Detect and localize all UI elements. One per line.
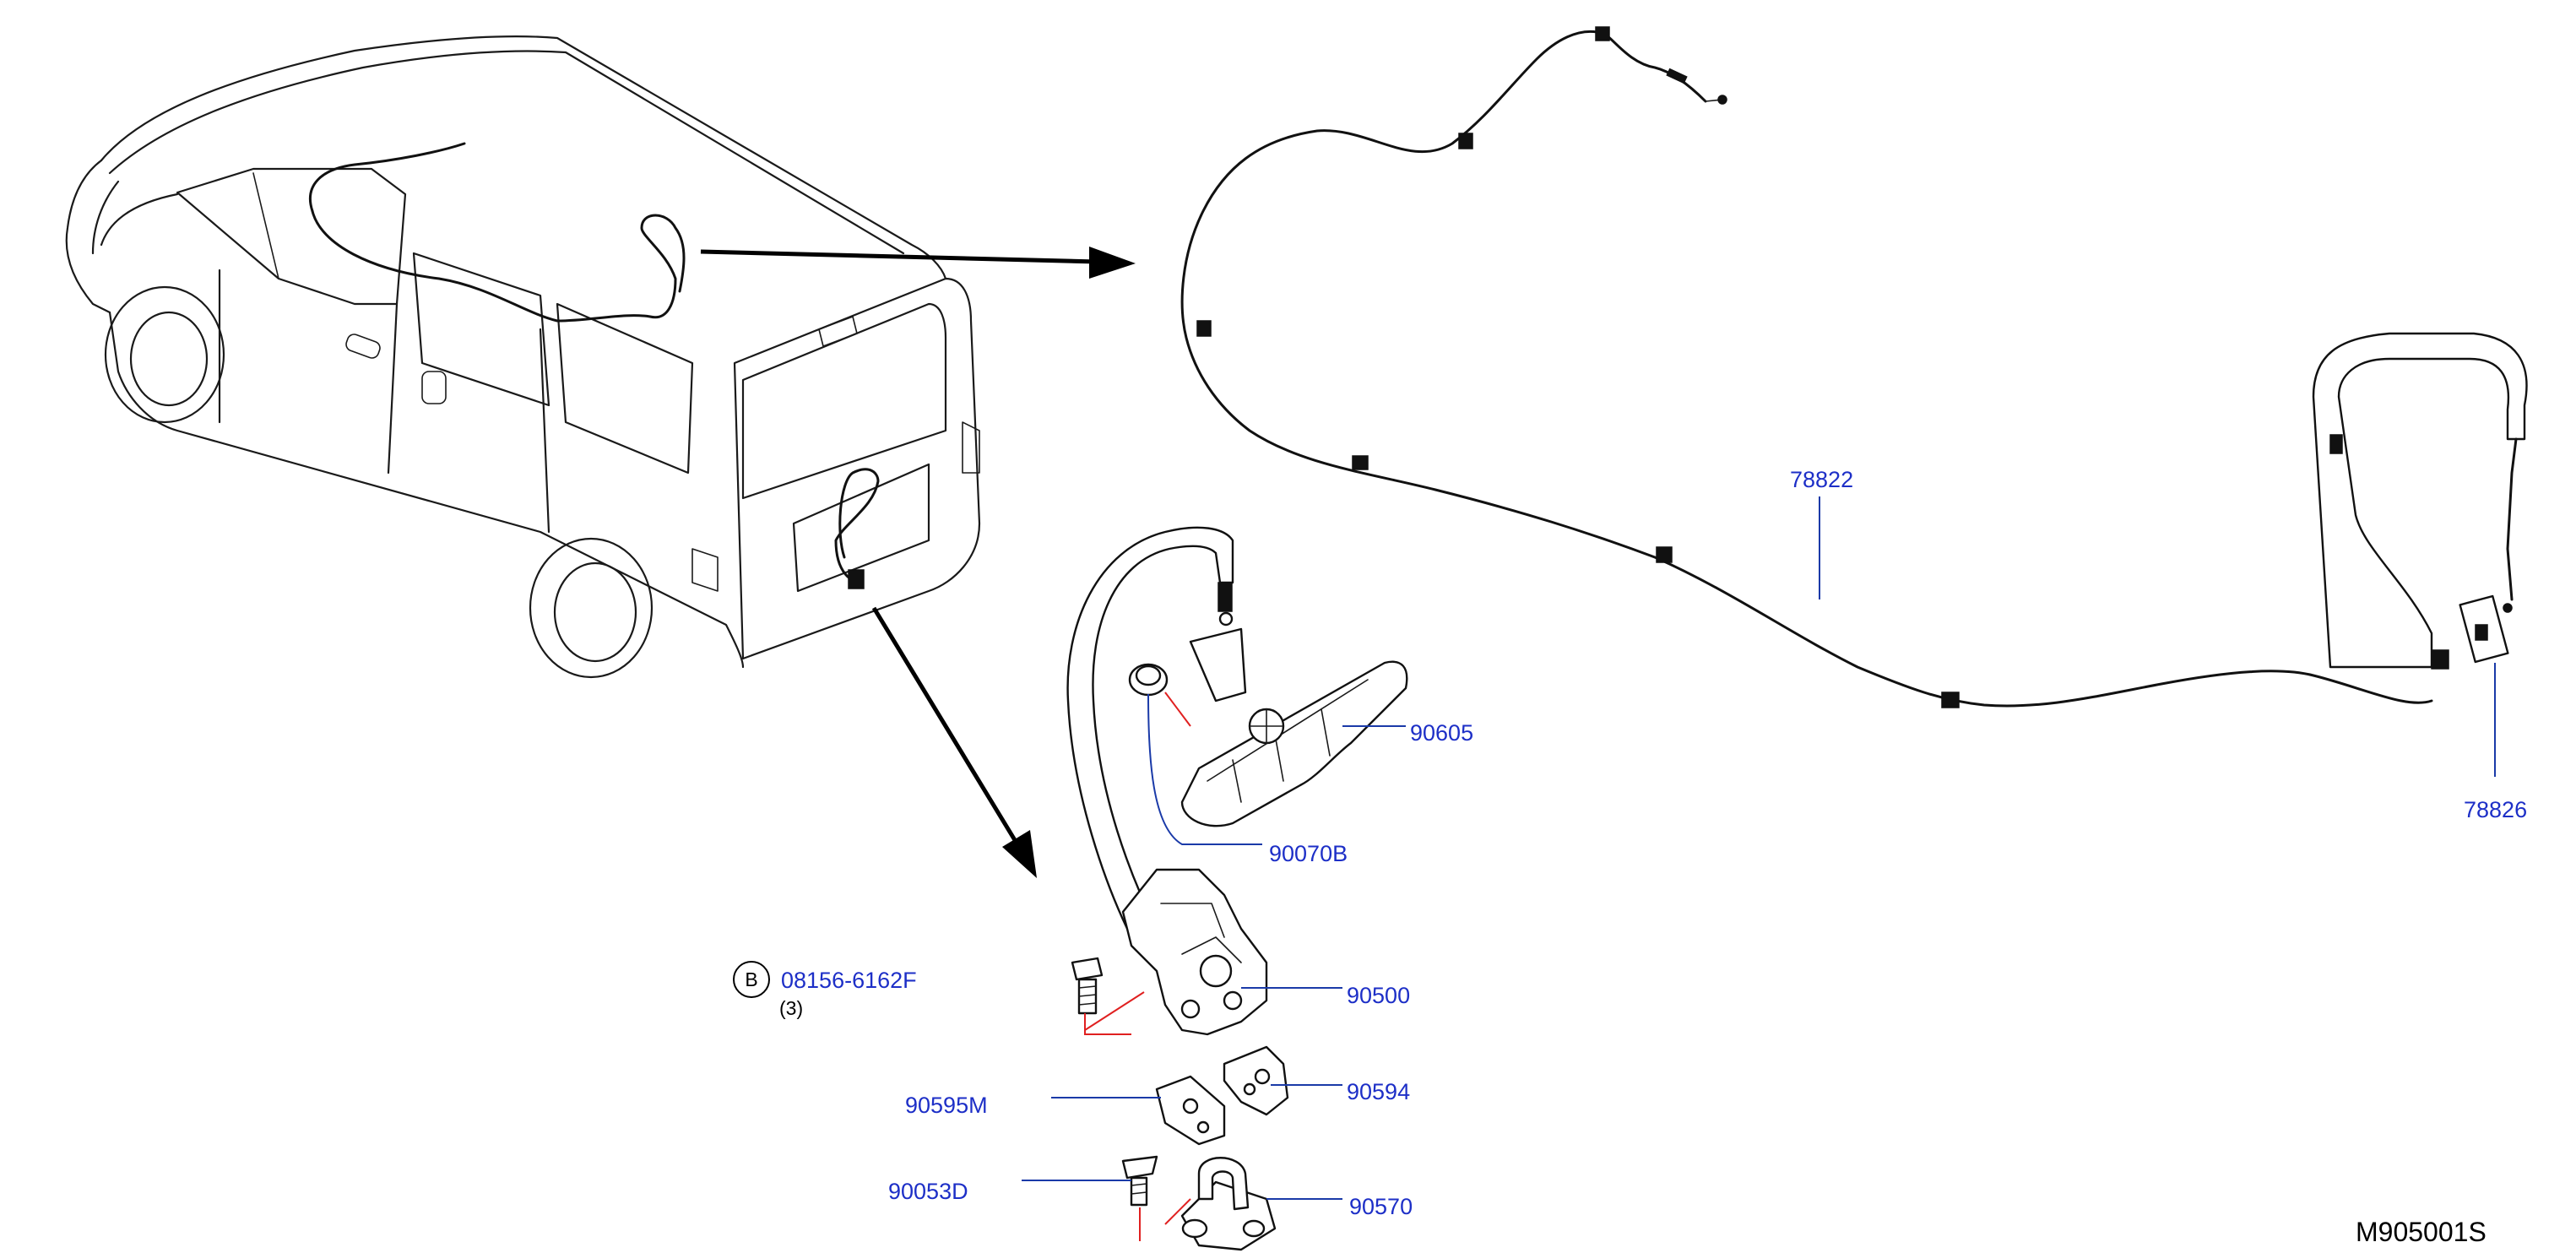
bracket-90595M <box>1155 1075 1226 1146</box>
label-90595M: 90595M <box>905 1093 988 1118</box>
label-90605: 90605 <box>1410 720 1473 746</box>
leader-lines <box>1022 496 2496 1200</box>
screw-90053D <box>1121 1155 1158 1241</box>
van-illustration <box>65 35 1136 878</box>
bolt-08156-6162F <box>1071 957 1131 1035</box>
latch-cable <box>1066 526 1234 939</box>
striker-90570 <box>1164 1157 1277 1251</box>
label-90053D: 90053D <box>888 1179 968 1204</box>
label-90070B: 90070B <box>1269 841 1348 866</box>
label-08156-6162F: 08156-6162F <box>781 968 917 993</box>
latch-90500 <box>1084 868 1268 1036</box>
label-78822: 78822 <box>1790 467 1853 492</box>
label-78826: 78826 <box>2464 797 2527 822</box>
label-90570: 90570 <box>1349 1194 1413 1219</box>
handle-90605 <box>1180 627 1408 827</box>
cable-78822 <box>1180 26 2528 708</box>
bolt-quantity: (3) <box>779 997 803 1019</box>
bracket-90594 <box>1223 1045 1289 1116</box>
bolt-callout: B 08156-6162F (3) <box>733 961 917 1019</box>
diagram-code: M905001S <box>2356 1217 2487 1247</box>
label-90594: 90594 <box>1347 1079 1410 1104</box>
grommet-90070B <box>1128 663 1191 727</box>
bolt-symbol: B <box>745 968 757 990</box>
label-90500: 90500 <box>1347 983 1410 1008</box>
